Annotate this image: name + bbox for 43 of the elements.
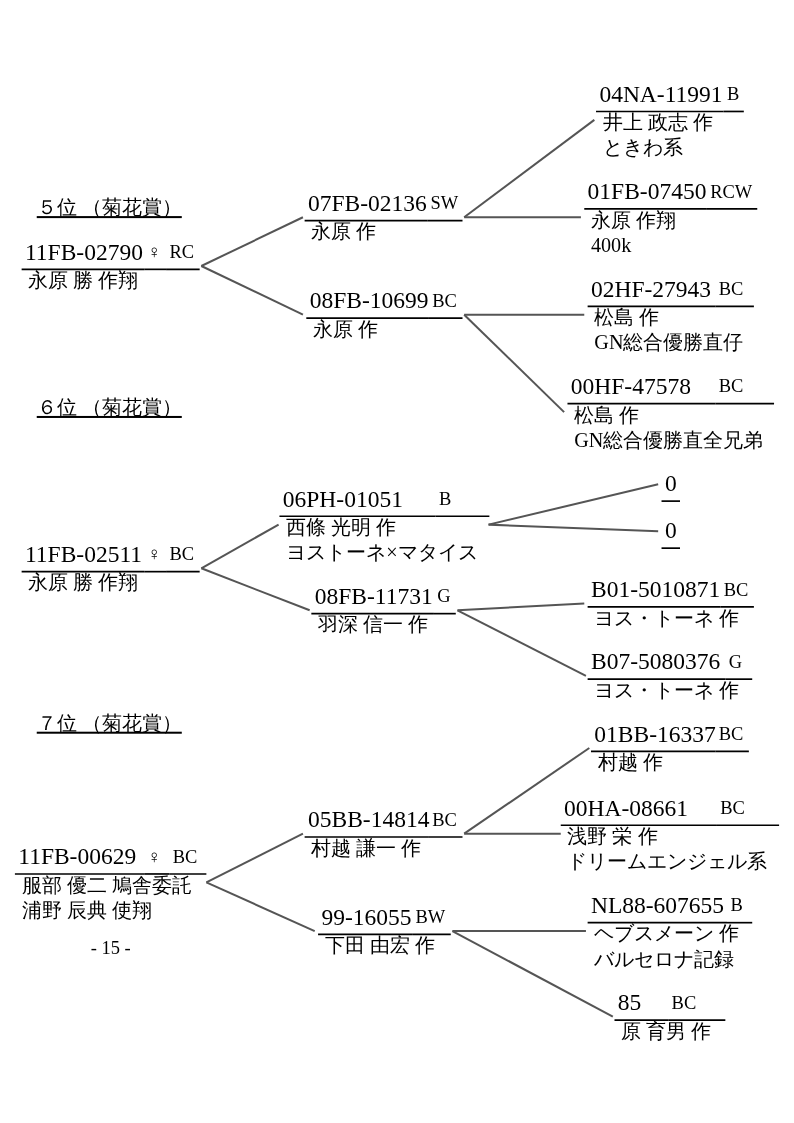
connector (457, 602, 585, 611)
node-text: 04NA-11991 B 井上 政志 作 ときわ系 (599, 80, 740, 158)
connector (200, 264, 304, 316)
label: ５位 （菊花賞） (36, 195, 182, 218)
node-text: 11FB-02790 ♀ RC 永原 勝 作翔 (24, 238, 195, 291)
node-text: 85 BC 原 育男 作 (617, 988, 712, 1042)
node-text: 01FB-07450 RCW 永原 作翔 400k (587, 177, 753, 256)
node-text: 0 (664, 469, 677, 496)
node-text: 01BB-16337 BC 村越 作 (594, 720, 744, 773)
connector (457, 608, 587, 677)
node-text: 06PH-01051 B 西條 光明 作 ヨストーネ×マタイス (282, 484, 478, 563)
connector (200, 566, 311, 611)
node-text: B07-5080376 G ヨス・トーネ 作 (590, 647, 743, 701)
node-text: 08FB-10699 BC 永原 作 (309, 286, 457, 340)
connector (463, 746, 590, 834)
connector (463, 313, 565, 413)
node-text: 11FB-02511 ♀ BC 永原 勝 作翔 (24, 540, 195, 593)
connector (200, 215, 304, 267)
connector (205, 832, 304, 883)
connector (452, 929, 586, 932)
node-text: 07FB-02136 SW 永原 作 (307, 189, 459, 242)
node-text: 11FB-00629 ♀ BC 服部 優二 鳩舎委託 浦野 辰典 使翔 (18, 842, 198, 921)
label: - 15 - (90, 937, 131, 958)
connector (488, 523, 659, 532)
node-text: 0 (664, 516, 677, 543)
connector (464, 313, 585, 316)
connector (200, 523, 280, 569)
connector (464, 215, 581, 218)
node-text: 00HF-47578 BC 松島 作 GN総合優勝直全兄弟 (570, 372, 764, 451)
node-text: 05BB-14814 BC 村越 謙一 作 (307, 805, 457, 859)
node-text: B01-5010871 BC ヨス・トーネ 作 (590, 575, 749, 629)
connector (451, 929, 614, 1018)
node-text: 00HA-08661 BC 浅野 栄 作 ドリームエンジェル系 (564, 794, 768, 872)
connector (205, 880, 316, 932)
label: ６位 （菊花賞） (36, 395, 182, 418)
connector (463, 118, 595, 218)
connector (488, 482, 659, 526)
connector (464, 832, 561, 835)
node-text: NL88-607655 B ヘブスメーン 作 バルセロナ記録 (590, 891, 743, 970)
node-text: 02HF-27943 BC 松島 作 GN総合優勝直仔 (590, 275, 744, 353)
node-text: 08FB-11731 G 羽深 信一 作 (314, 582, 451, 635)
label: ７位 （菊花賞） (36, 711, 182, 734)
node-text: 99-16055 BW 下田 由宏 作 (321, 903, 446, 956)
